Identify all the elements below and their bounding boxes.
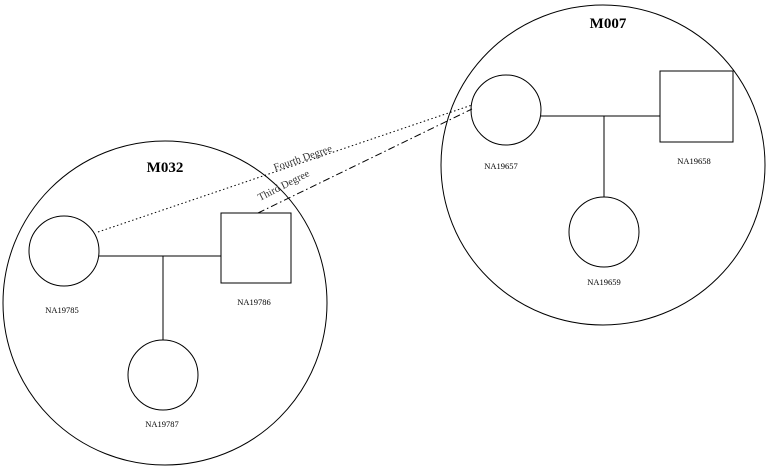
family-m032-mother-label: NA19785 <box>45 305 79 315</box>
family-m032-mother-circle <box>28 215 100 287</box>
family-m032: M032 NA19785 NA19786 NA19787 <box>2 140 328 466</box>
family-m032-child-label: NA19787 <box>145 419 179 429</box>
family-m032-father-square <box>220 212 292 284</box>
family-m007-child-circle <box>568 196 640 268</box>
relationship-fourth-degree-line <box>97 104 473 233</box>
family-m007-father-square <box>659 70 734 143</box>
family-m032-title: M032 <box>147 160 184 176</box>
family-m032-child-circle <box>127 339 199 411</box>
family-m007: M007 NA19657 NA19658 NA19659 <box>440 4 766 326</box>
family-m007-mother-label: NA19657 <box>484 161 518 171</box>
family-m007-mother-circle <box>470 74 542 146</box>
family-m007-title: M007 <box>590 16 627 32</box>
family-m007-child-label: NA19659 <box>587 277 621 287</box>
relationship-third-degree-line <box>257 108 473 214</box>
family-m032-father-label: NA19786 <box>237 297 271 307</box>
family-m007-father-label: NA19658 <box>677 156 711 166</box>
